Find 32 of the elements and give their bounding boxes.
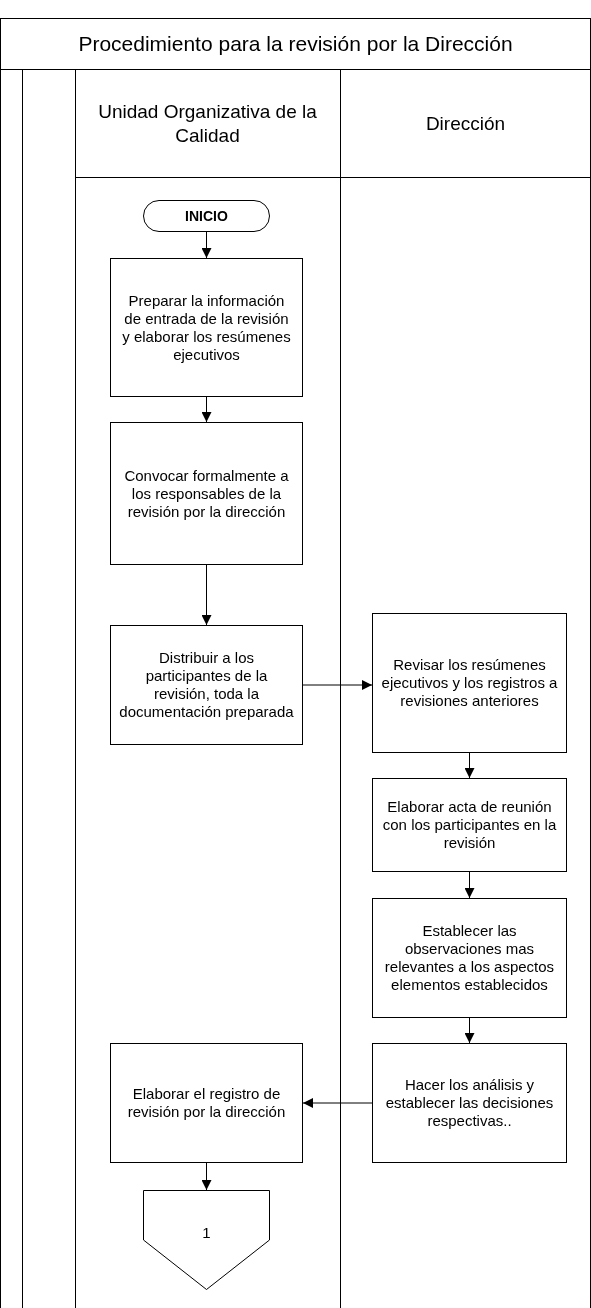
process-box (110, 258, 303, 397)
process-box (372, 1043, 567, 1163)
node-text: Establecer las observaciones mas relevantes a los aspectos elementos establecidos (383, 922, 556, 994)
node-text: Revisar los resúmenes ejecutivos y los registros a revisiones anteriores (381, 656, 558, 710)
node-text: Convocar formalmente a los responsables de la revisión por la dirección (123, 466, 290, 521)
node-text: Elaborar acta de reunión con los participantes en la revisión (381, 798, 558, 852)
process-box (110, 625, 303, 745)
arrow (201, 396, 212, 423)
process-box (110, 1043, 303, 1163)
start-terminator (143, 200, 270, 232)
node-text: Hacer los análisis y establecer las decisiones respectivas.. (384, 1076, 555, 1130)
node-text: Distribuir a los participantes de la revisión, toda la documentación preparada (119, 649, 294, 721)
node-text: INICIO (185, 206, 228, 226)
arrow (201, 231, 212, 259)
diagram-title: Procedimiento para la revisión por la Dirección (78, 31, 513, 58)
arrow (201, 1162, 212, 1191)
node-text: Unidad Organizativa de la Calidad (97, 99, 318, 148)
arrow (201, 564, 212, 626)
node-text: Elaborar el registro de revisión por la dirección (126, 1085, 287, 1121)
node-text: Dirección (425, 111, 506, 136)
node-text: 1 (201, 1223, 212, 1243)
arrow (464, 871, 475, 899)
arrow (464, 1017, 475, 1044)
process-box (110, 422, 303, 565)
arrow (302, 680, 373, 690)
arrow (302, 1098, 373, 1108)
node-text: Preparar la información de entrada de la revisión y elaborar los resúmenes ejecutivos (121, 291, 292, 364)
arrow (464, 752, 475, 779)
offpage-connector (143, 1190, 270, 1290)
process-box (372, 778, 567, 872)
process-box (372, 613, 567, 753)
process-box (372, 898, 567, 1018)
